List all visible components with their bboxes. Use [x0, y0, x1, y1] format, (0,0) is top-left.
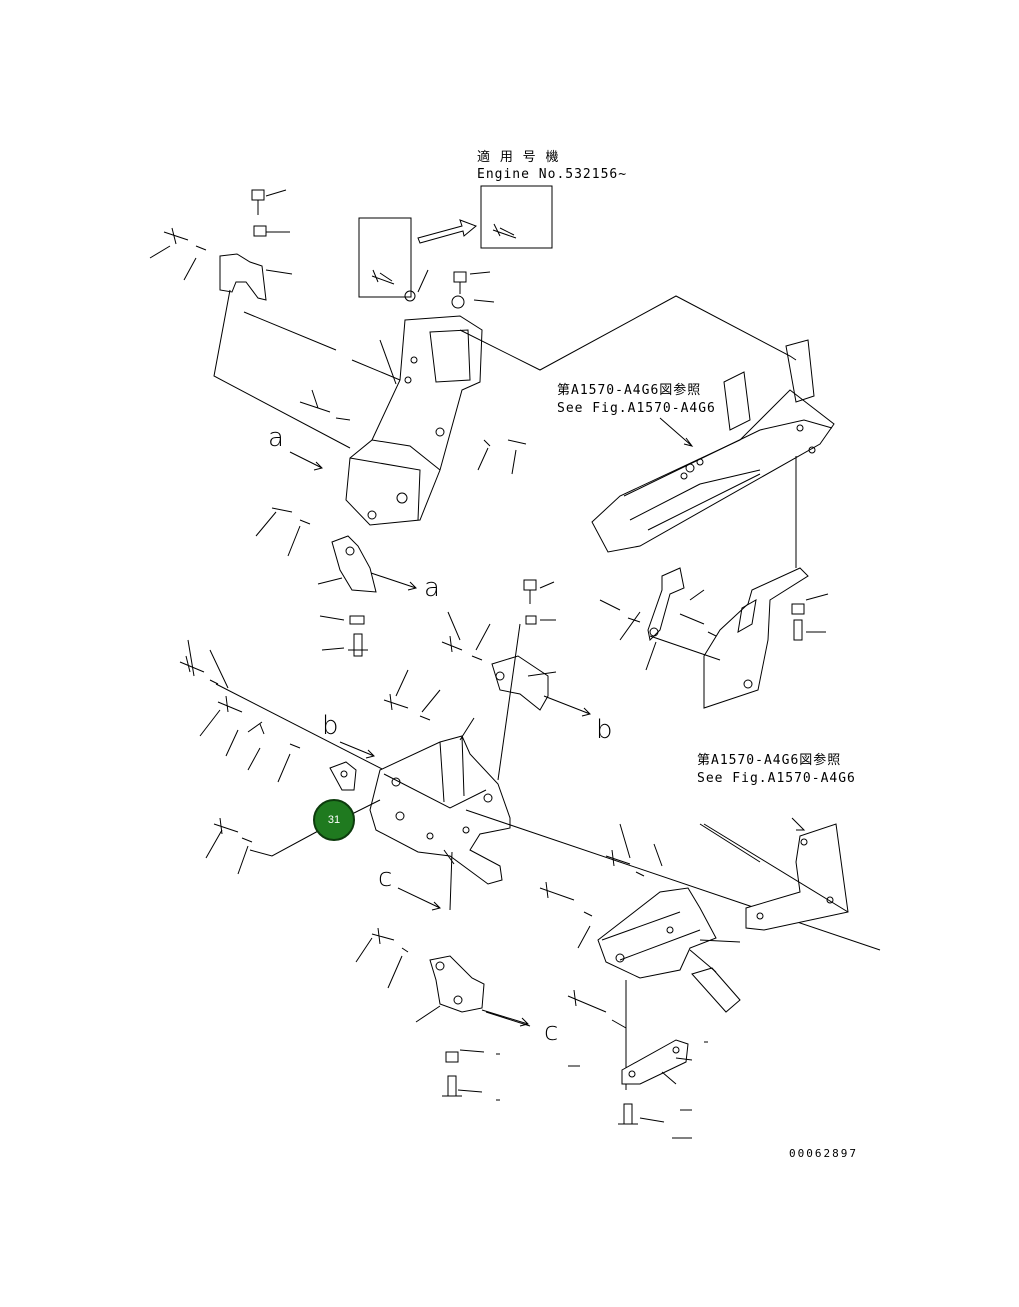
center-main-bracket: [329, 669, 881, 951]
right-lower-assembly: [539, 823, 761, 1090]
view-arrow-c-end: [485, 1011, 531, 1027]
frame-assembly-top: [591, 339, 835, 568]
left-bolts: [179, 639, 385, 875]
center-bolts: [441, 579, 556, 661]
view-label-c-end: c: [544, 1017, 559, 1047]
fig-ref-top-jp: 第A1570-A4G6図参照: [557, 383, 702, 398]
fig-ref-bottom-en: See Fig.A1570-A4G6: [697, 771, 856, 786]
view-arrow-c: [397, 849, 455, 911]
serial-title: 適 用 号 機: [477, 150, 560, 165]
drawing-number: 00062897: [789, 1147, 858, 1160]
fig-ref-top-en: See Fig.A1570-A4G6: [557, 401, 716, 416]
view-arrow-a: [289, 451, 417, 591]
lower-bracket: [355, 927, 529, 1101]
right-mid-brackets: [599, 567, 829, 709]
view-label-b-end: b: [596, 715, 613, 745]
view-label-b-start: b: [322, 711, 339, 741]
bottom-right-parts: [568, 1039, 708, 1139]
view-label-a-end: a: [424, 573, 440, 603]
main-upper-bracket: [345, 269, 495, 526]
upper-left-bracket: [149, 189, 293, 301]
view-arrow-b: [339, 741, 375, 759]
serial-engine-number: Engine No.532156~: [477, 167, 628, 182]
fig-ref-bottom-jp: 第A1570-A4G6図参照: [697, 753, 842, 768]
part-callout-31[interactable]: 31: [313, 799, 355, 841]
clip-bracket-b: [491, 623, 591, 781]
upper-assembly-lines: [213, 289, 797, 557]
serial-change-group: [358, 185, 553, 298]
view-label-a-start: a: [268, 423, 284, 453]
view-label-c-start: c: [378, 863, 393, 893]
clip-bracket-a: [317, 535, 377, 657]
frame-plate-bottom: [703, 817, 849, 931]
